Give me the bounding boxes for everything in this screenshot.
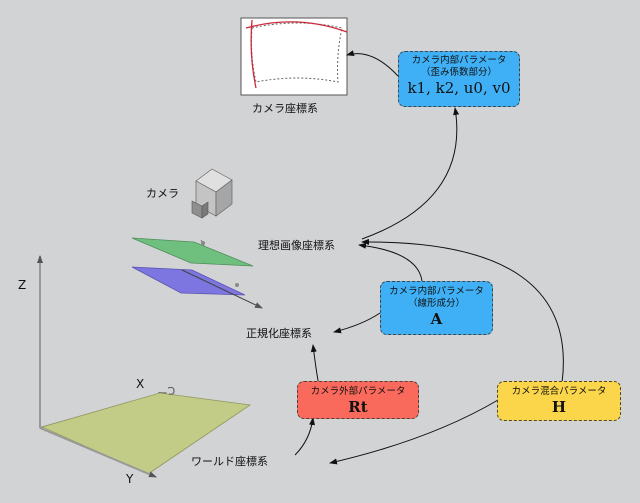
extrinsic-box: カメラ外部パラメータ Rt (297, 381, 419, 419)
intrinsic-linear-symbol: A (430, 310, 443, 328)
mixed-box: カメラ混合パラメータ H (497, 381, 621, 421)
intrinsic-distortion-title: カメラ内部パラメータ (411, 55, 507, 66)
arrow-boxRt-to-normalized (310, 344, 320, 387)
world-coords-label: ワールド座標系 (191, 455, 268, 468)
intrinsic-distortion-symbols: k1, k2, u0, v0 (407, 79, 511, 97)
normalized-coords-label: 正規化座標系 (246, 327, 312, 340)
mixed-symbol: H (551, 398, 567, 416)
distortion-curve-top (245, 21, 348, 33)
arrow-boxA-to-ideal (358, 242, 423, 282)
z-axis-label: Z (18, 278, 27, 292)
camera-coords-label: カメラ座標系 (252, 102, 318, 115)
normalized-plane (131, 266, 263, 309)
intrinsic-distortion-box: カメラ内部パラメータ （歪み係数部分） k1, k2, u0, v0 (398, 51, 520, 107)
intrinsic-distortion-subtitle: （歪み係数部分） (420, 67, 497, 78)
world-axes (37, 255, 252, 478)
arrow-box1-to-camera (346, 50, 399, 77)
arrow-boxH-to-ideal (361, 238, 564, 384)
extrinsic-title: カメラ外部パラメータ (310, 386, 406, 397)
arrow-ideal-to-box1 (361, 107, 460, 240)
x-axis-label: X (136, 377, 145, 391)
mixed-title: カメラ混合パラメータ (511, 386, 607, 397)
intrinsic-linear-box: カメラ内部パラメータ （線形成分） A (380, 281, 493, 335)
intrinsic-linear-title: カメラ内部パラメータ (389, 286, 484, 297)
y-axis-label: Y (126, 472, 134, 486)
distortion-curve-left (250, 19, 257, 89)
arrow-boxH-to-world (329, 399, 499, 465)
ideal-image-coords-label: 理想画像座標系 (258, 239, 335, 252)
arrow-world-to-boxRt (294, 417, 316, 456)
arrow-normalized-to-boxA (333, 312, 381, 334)
intrinsic-linear-subtitle: （線形成分） (407, 298, 465, 309)
camera-icon (191, 168, 233, 219)
camera-label: カメラ (146, 187, 179, 200)
extrinsic-symbol: Rt (348, 398, 368, 416)
camera-image-panel (240, 17, 348, 96)
flow-arrows (294, 50, 564, 465)
image-plane (131, 237, 254, 267)
x-axis-rotation-icon (167, 386, 175, 395)
